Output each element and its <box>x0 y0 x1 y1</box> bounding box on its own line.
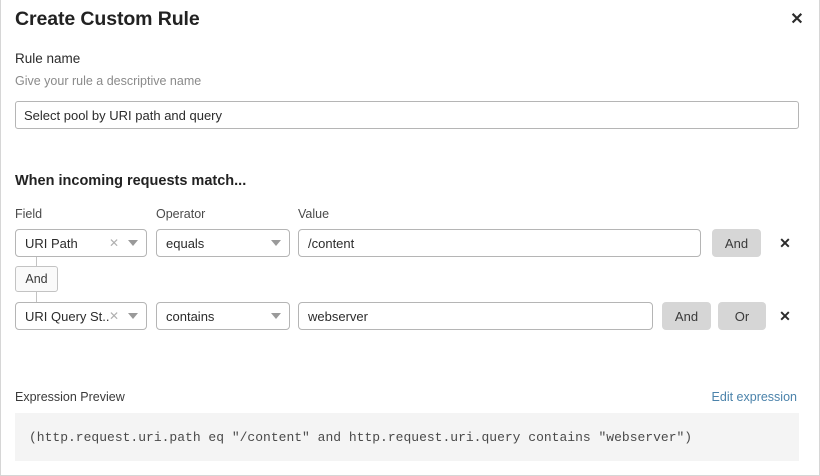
field-select-1-value: URI Path <box>25 235 78 251</box>
operator-select-1[interactable]: equals <box>156 229 290 257</box>
connector-line-bottom <box>36 292 37 302</box>
condition-row: URI Path ✕ equals And ✕ <box>1 229 819 259</box>
clear-icon[interactable]: ✕ <box>108 309 119 323</box>
chevron-down-icon <box>128 313 138 319</box>
connector-and-badge[interactable]: And <box>15 266 58 292</box>
or-button-2[interactable]: Or <box>718 302 766 330</box>
connector-line-top <box>36 257 37 266</box>
page-title: Create Custom Rule <box>15 8 200 30</box>
field-select-2[interactable]: URI Query St... ✕ <box>15 302 147 330</box>
column-label-field: Field <box>15 207 43 221</box>
and-button-1[interactable]: And <box>712 229 761 257</box>
edit-expression-link[interactable]: Edit expression <box>711 390 797 404</box>
operator-select-1-value: equals <box>166 235 205 251</box>
chevron-down-icon <box>271 313 281 319</box>
close-icon[interactable]: ✕ <box>783 6 811 34</box>
and-button-2[interactable]: And <box>662 302 711 330</box>
field-select-1[interactable]: URI Path ✕ <box>15 229 147 257</box>
expression-preview-label: Expression Preview <box>15 390 125 404</box>
delete-condition-button-1[interactable]: ✕ <box>775 229 795 257</box>
expression-preview-code: (http.request.uri.path eq "/content" and… <box>15 413 799 461</box>
column-label-value: Value <box>298 207 330 221</box>
match-section-heading: When incoming requests match... <box>15 173 247 189</box>
operator-select-2[interactable]: contains <box>156 302 290 330</box>
column-label-operator: Operator <box>156 207 206 221</box>
rule-name-label: Rule name <box>15 51 81 66</box>
value-input-1[interactable] <box>298 229 701 257</box>
chevron-down-icon <box>128 240 138 246</box>
delete-condition-button-2[interactable]: ✕ <box>775 302 795 330</box>
value-input-2[interactable] <box>298 302 653 330</box>
condition-row: URI Query St... ✕ contains And Or ✕ <box>1 302 819 332</box>
rule-name-input[interactable] <box>15 101 799 129</box>
condition-connector: And <box>1 257 121 303</box>
operator-select-2-value: contains <box>166 308 215 324</box>
chevron-down-icon <box>271 240 281 246</box>
field-select-2-value: URI Query St... <box>25 308 109 324</box>
rule-name-help-text: Give your rule a descriptive name <box>15 74 202 88</box>
clear-icon[interactable]: ✕ <box>108 236 119 250</box>
